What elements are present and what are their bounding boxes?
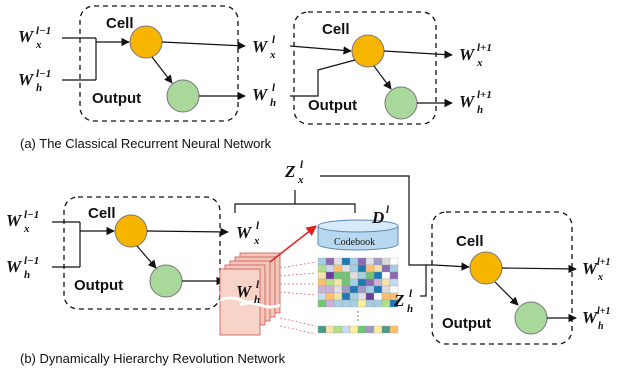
rnn-block-a2	[293, 11, 437, 125]
bracket	[234, 203, 356, 213]
svg-text:W: W	[236, 223, 253, 242]
panel-a: Cell Output W x l−1 W h l−1 W x l W	[18, 5, 492, 151]
svg-text:l+1: l+1	[477, 42, 492, 54]
svg-text:x: x	[297, 174, 304, 186]
svg-text:W: W	[18, 27, 35, 46]
input-wx-l-minus-1: W x l−1	[18, 25, 51, 51]
cell-label: Cell	[106, 15, 134, 32]
rnn-block-a1	[79, 5, 239, 122]
cell-node	[469, 251, 503, 285]
z-h-l: Z h l	[393, 288, 413, 315]
out-wx-l-plus-1-b: W x l+1	[582, 257, 610, 283]
svg-text:l: l	[300, 159, 304, 171]
output-node	[166, 79, 200, 113]
svg-text:W: W	[459, 92, 476, 111]
output-label: Output	[92, 90, 141, 107]
svg-text:W: W	[459, 45, 476, 64]
cell-label: Cell	[322, 21, 350, 38]
input-wh-l-minus-1-b: W h l−1	[6, 255, 39, 281]
svg-text:h: h	[598, 321, 604, 332]
svg-text:h: h	[477, 104, 483, 116]
cell-node	[129, 25, 163, 59]
svg-text:Z: Z	[284, 162, 295, 181]
svg-text:D: D	[371, 208, 384, 227]
lookup-arrow	[269, 225, 317, 263]
svg-text:l−1: l−1	[24, 255, 39, 267]
output-node	[514, 301, 548, 335]
svg-text:W: W	[582, 308, 599, 327]
svg-text:l: l	[409, 288, 413, 300]
svg-text:l+1: l+1	[597, 306, 610, 317]
svg-text:l−1: l−1	[24, 209, 39, 221]
codebook-label: Codebook	[334, 237, 375, 248]
svg-text:h: h	[24, 269, 30, 281]
mid-wx-l-b: W x l	[236, 220, 260, 247]
caption-b: (b) Dynamically Hierarchy Revolution Net…	[20, 351, 286, 366]
svg-text:Z: Z	[393, 291, 404, 310]
svg-text:h: h	[36, 82, 42, 94]
cell-label: Cell	[88, 205, 116, 222]
codeword-grid	[317, 257, 399, 308]
caption-a: (a) The Classical Recurrent Neural Netwo…	[20, 136, 272, 151]
svg-text:W: W	[236, 282, 253, 301]
projection-lines	[279, 261, 317, 335]
cell-node	[351, 34, 385, 68]
cell-node	[114, 214, 148, 248]
output-label: Output	[308, 97, 357, 114]
out-wh-l-plus-1: W h l+1	[459, 89, 492, 116]
rnn-block-b1	[63, 196, 221, 310]
svg-text:W: W	[252, 85, 269, 104]
svg-text:W: W	[6, 257, 23, 276]
output-node	[149, 264, 183, 298]
svg-text:x: x	[476, 57, 483, 69]
svg-text:W: W	[18, 70, 35, 89]
wh-feature-stack	[219, 252, 281, 336]
out-wx-l-plus-1: W x l+1	[459, 42, 492, 69]
input-wh-l-minus-1: W h l−1	[18, 68, 51, 94]
out-wh-l-plus-1-b: W h l+1	[582, 306, 610, 332]
svg-text:x: x	[23, 223, 30, 235]
svg-text:l: l	[256, 220, 260, 232]
svg-text:h: h	[254, 294, 260, 306]
mid-wh-l: W h l	[252, 82, 276, 109]
wh-l-b: W h l	[236, 279, 260, 306]
codebook-cylinder: Codebook	[317, 219, 399, 251]
svg-text:x: x	[35, 39, 42, 51]
panel-b: Cell Output W x l−1 W h l−1 W x l Z x	[6, 159, 610, 366]
codeword-row-last	[317, 325, 399, 334]
rnn-block-b2	[431, 211, 573, 345]
svg-text:l−1: l−1	[36, 25, 51, 37]
svg-text:W: W	[6, 211, 23, 230]
z-x-l: Z x l	[284, 159, 304, 186]
svg-text:l: l	[272, 82, 276, 94]
grid-ellipsis	[357, 311, 359, 321]
svg-text:h: h	[270, 97, 276, 109]
d-l: D l	[371, 204, 390, 227]
cell-label: Cell	[456, 233, 484, 250]
svg-text:x: x	[597, 272, 603, 283]
svg-text:x: x	[269, 49, 276, 61]
svg-text:l: l	[272, 34, 276, 46]
svg-text:l+1: l+1	[477, 89, 492, 101]
input-wx-l-minus-1-b: W x l−1	[6, 209, 39, 235]
svg-text:l: l	[256, 279, 260, 291]
mid-wx-l: W x l	[252, 34, 276, 61]
output-node	[384, 86, 418, 120]
svg-text:x: x	[253, 235, 260, 247]
output-label: Output	[442, 315, 491, 332]
output-label: Output	[74, 277, 123, 294]
svg-text:W: W	[582, 259, 599, 278]
svg-text:W: W	[252, 37, 269, 56]
svg-text:l: l	[386, 204, 390, 216]
svg-text:l+1: l+1	[597, 257, 610, 268]
svg-text:l−1: l−1	[36, 68, 51, 80]
svg-text:h: h	[407, 303, 413, 315]
